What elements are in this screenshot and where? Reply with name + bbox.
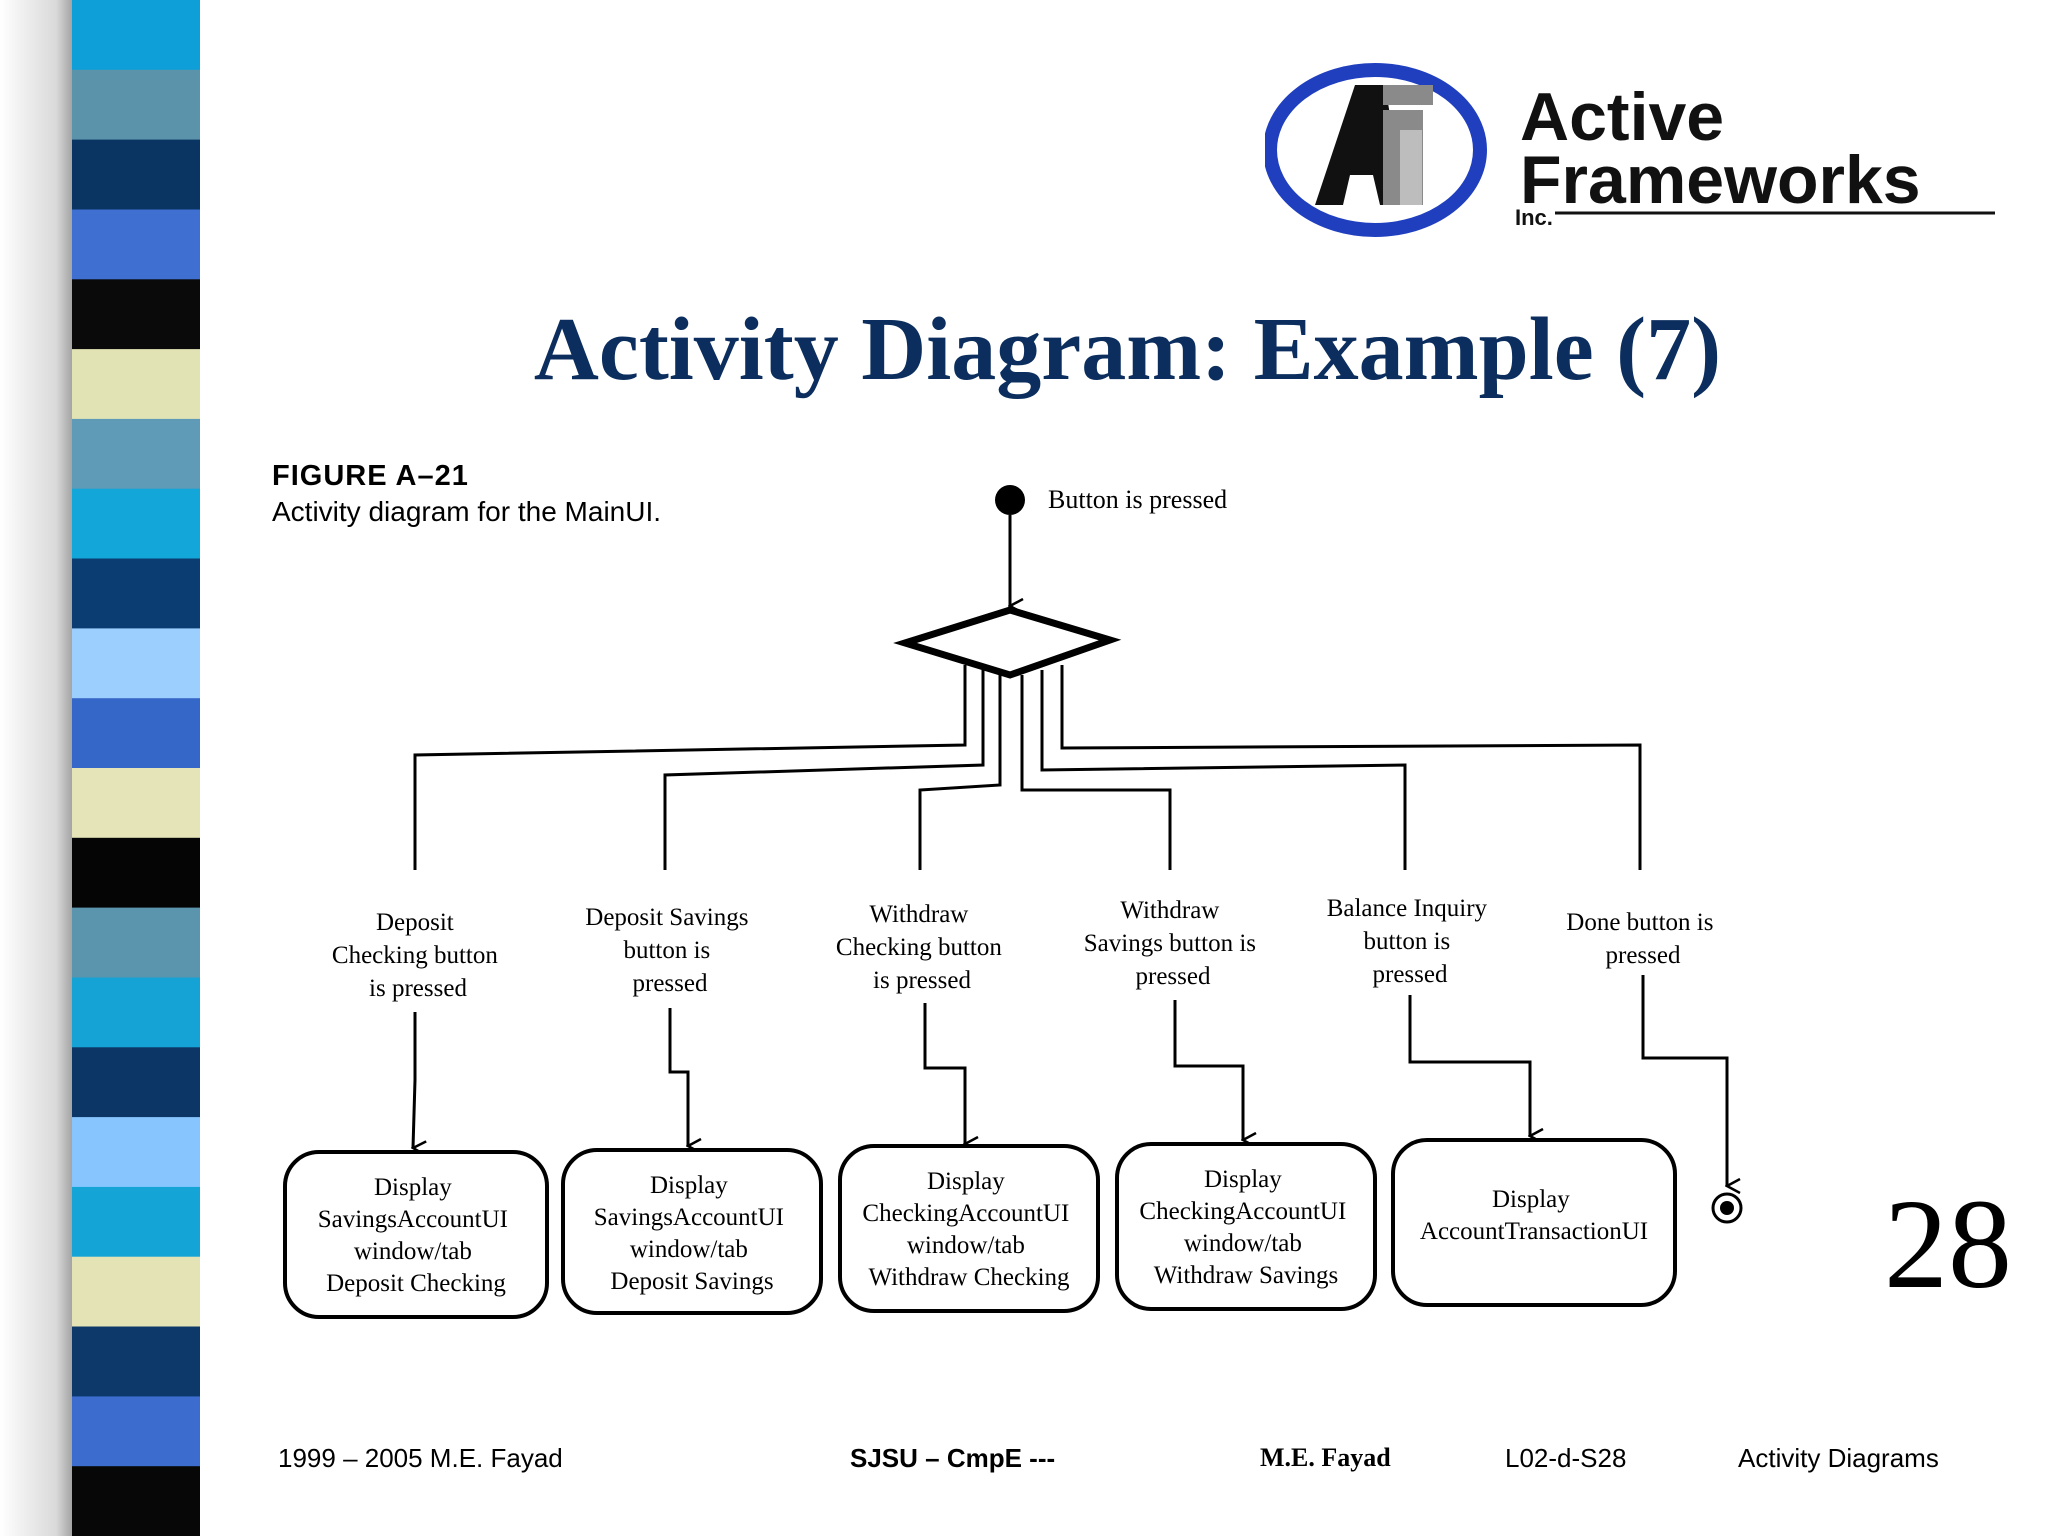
flow-to-guard-2 <box>663 670 985 870</box>
guard-deposit-checking: Deposit Checking button is pressed <box>332 909 504 1002</box>
activity-withdraw-savings <box>1115 1142 1377 1311</box>
logo-text-active: Active <box>1520 79 1724 155</box>
initial-node-label: Button is pressed <box>1048 485 1227 514</box>
guard-deposit-savings: Deposit Savings button is pressed <box>585 904 754 997</box>
flow-to-guard-4 <box>1020 675 1172 870</box>
flow-to-activity-1 <box>413 1012 415 1148</box>
sidebar-stripe <box>72 418 200 490</box>
activity-text-2: Display SavingsAccountUI window/tab Depo… <box>594 1172 791 1295</box>
final-node-center <box>1720 1201 1734 1215</box>
sidebar-stripe <box>72 907 200 979</box>
decision-node <box>893 606 1122 679</box>
sidebar-stripe <box>72 1047 200 1119</box>
flow-to-activity-3 <box>923 1003 965 1144</box>
sidebar-stripe <box>72 69 200 141</box>
logo-text-inc: Inc. <box>1515 205 1553 230</box>
guard-balance-inquiry: Balance Inquiry button is pressed <box>1327 895 1494 988</box>
flow-to-activity-2 <box>668 1008 688 1146</box>
footer-course: SJSU – CmpE --- <box>850 1443 1056 1473</box>
sidebar-stripe <box>72 698 200 769</box>
decorative-sidebar <box>0 0 200 1536</box>
guard-withdraw-savings: Withdraw Savings button is pressed <box>1084 897 1263 990</box>
figure-caption: FIGURE A–21 Activity diagram for the Mai… <box>272 458 661 529</box>
sidebar-stripe <box>72 0 200 71</box>
sidebar-stripe <box>72 349 200 420</box>
slide-title: Activity Diagram: Example (7) <box>533 300 1722 399</box>
sidebar-stripe <box>72 628 200 700</box>
activity-text-5: Display AccountTransactionUI <box>1420 1186 1648 1245</box>
sidebar-stripe <box>72 209 200 281</box>
sidebar-stripe <box>72 1466 200 1536</box>
guard-done: Done button is pressed <box>1566 909 1719 969</box>
guard-withdraw-checking: Withdraw Checking button is pressed <box>836 901 1008 994</box>
initial-node <box>995 485 1025 515</box>
activity-account-transaction <box>1391 1138 1677 1307</box>
activity-text-4: Display CheckingAccountUI window/tab Wit… <box>1139 1166 1352 1289</box>
activity-withdraw-checking <box>838 1144 1100 1313</box>
sidebar-stripe <box>72 1396 200 1468</box>
sidebar-stripe <box>72 768 200 839</box>
flow-to-activity-4 <box>1173 1000 1243 1140</box>
sidebar-stripe <box>72 279 200 351</box>
footer-topic: Activity Diagrams <box>1738 1443 1939 1473</box>
logo-text-frameworks: Frameworks <box>1520 142 1921 218</box>
company-logo: Active Frameworks Inc. <box>1265 63 1995 237</box>
branch-flows <box>413 665 1642 870</box>
activity-text-1: Display SavingsAccountUI window/tab Depo… <box>318 1174 515 1297</box>
flow-to-guard-5 <box>1040 670 1407 870</box>
flow-to-guard-1 <box>413 665 967 870</box>
flow-to-final <box>1641 975 1727 1186</box>
sidebar-stripe <box>72 558 200 630</box>
footer-copyright: 1999 – 2005 M.E. Fayad <box>278 1443 563 1473</box>
footer-slide-id: L02-d-S28 <box>1505 1443 1627 1473</box>
activity-deposit-checking <box>283 1150 549 1319</box>
footer-author: M.E. Fayad <box>1260 1443 1391 1472</box>
sidebar-stripe <box>72 1256 200 1328</box>
sidebar-stripe <box>72 837 200 909</box>
activity-text-3: Display CheckingAccountUI window/tab Wit… <box>862 1168 1075 1291</box>
activity-deposit-savings <box>561 1148 823 1315</box>
sidebar-stripe <box>72 1186 200 1258</box>
flow-to-guard-6 <box>1060 665 1642 870</box>
flow-to-guard-3 <box>918 675 1002 870</box>
sidebar-stripe <box>72 977 200 1049</box>
flow-to-activity-5 <box>1408 995 1530 1136</box>
sidebar-stripe <box>72 1326 200 1398</box>
sidebar-stripe <box>72 1117 200 1188</box>
figure-label: FIGURE A–21 <box>272 460 469 492</box>
page-number: 28 <box>1884 1173 2012 1315</box>
sidebar-stripe <box>72 488 200 560</box>
figure-text: Activity diagram for the MainUI. <box>272 496 662 528</box>
sidebar-stripe <box>72 139 200 211</box>
